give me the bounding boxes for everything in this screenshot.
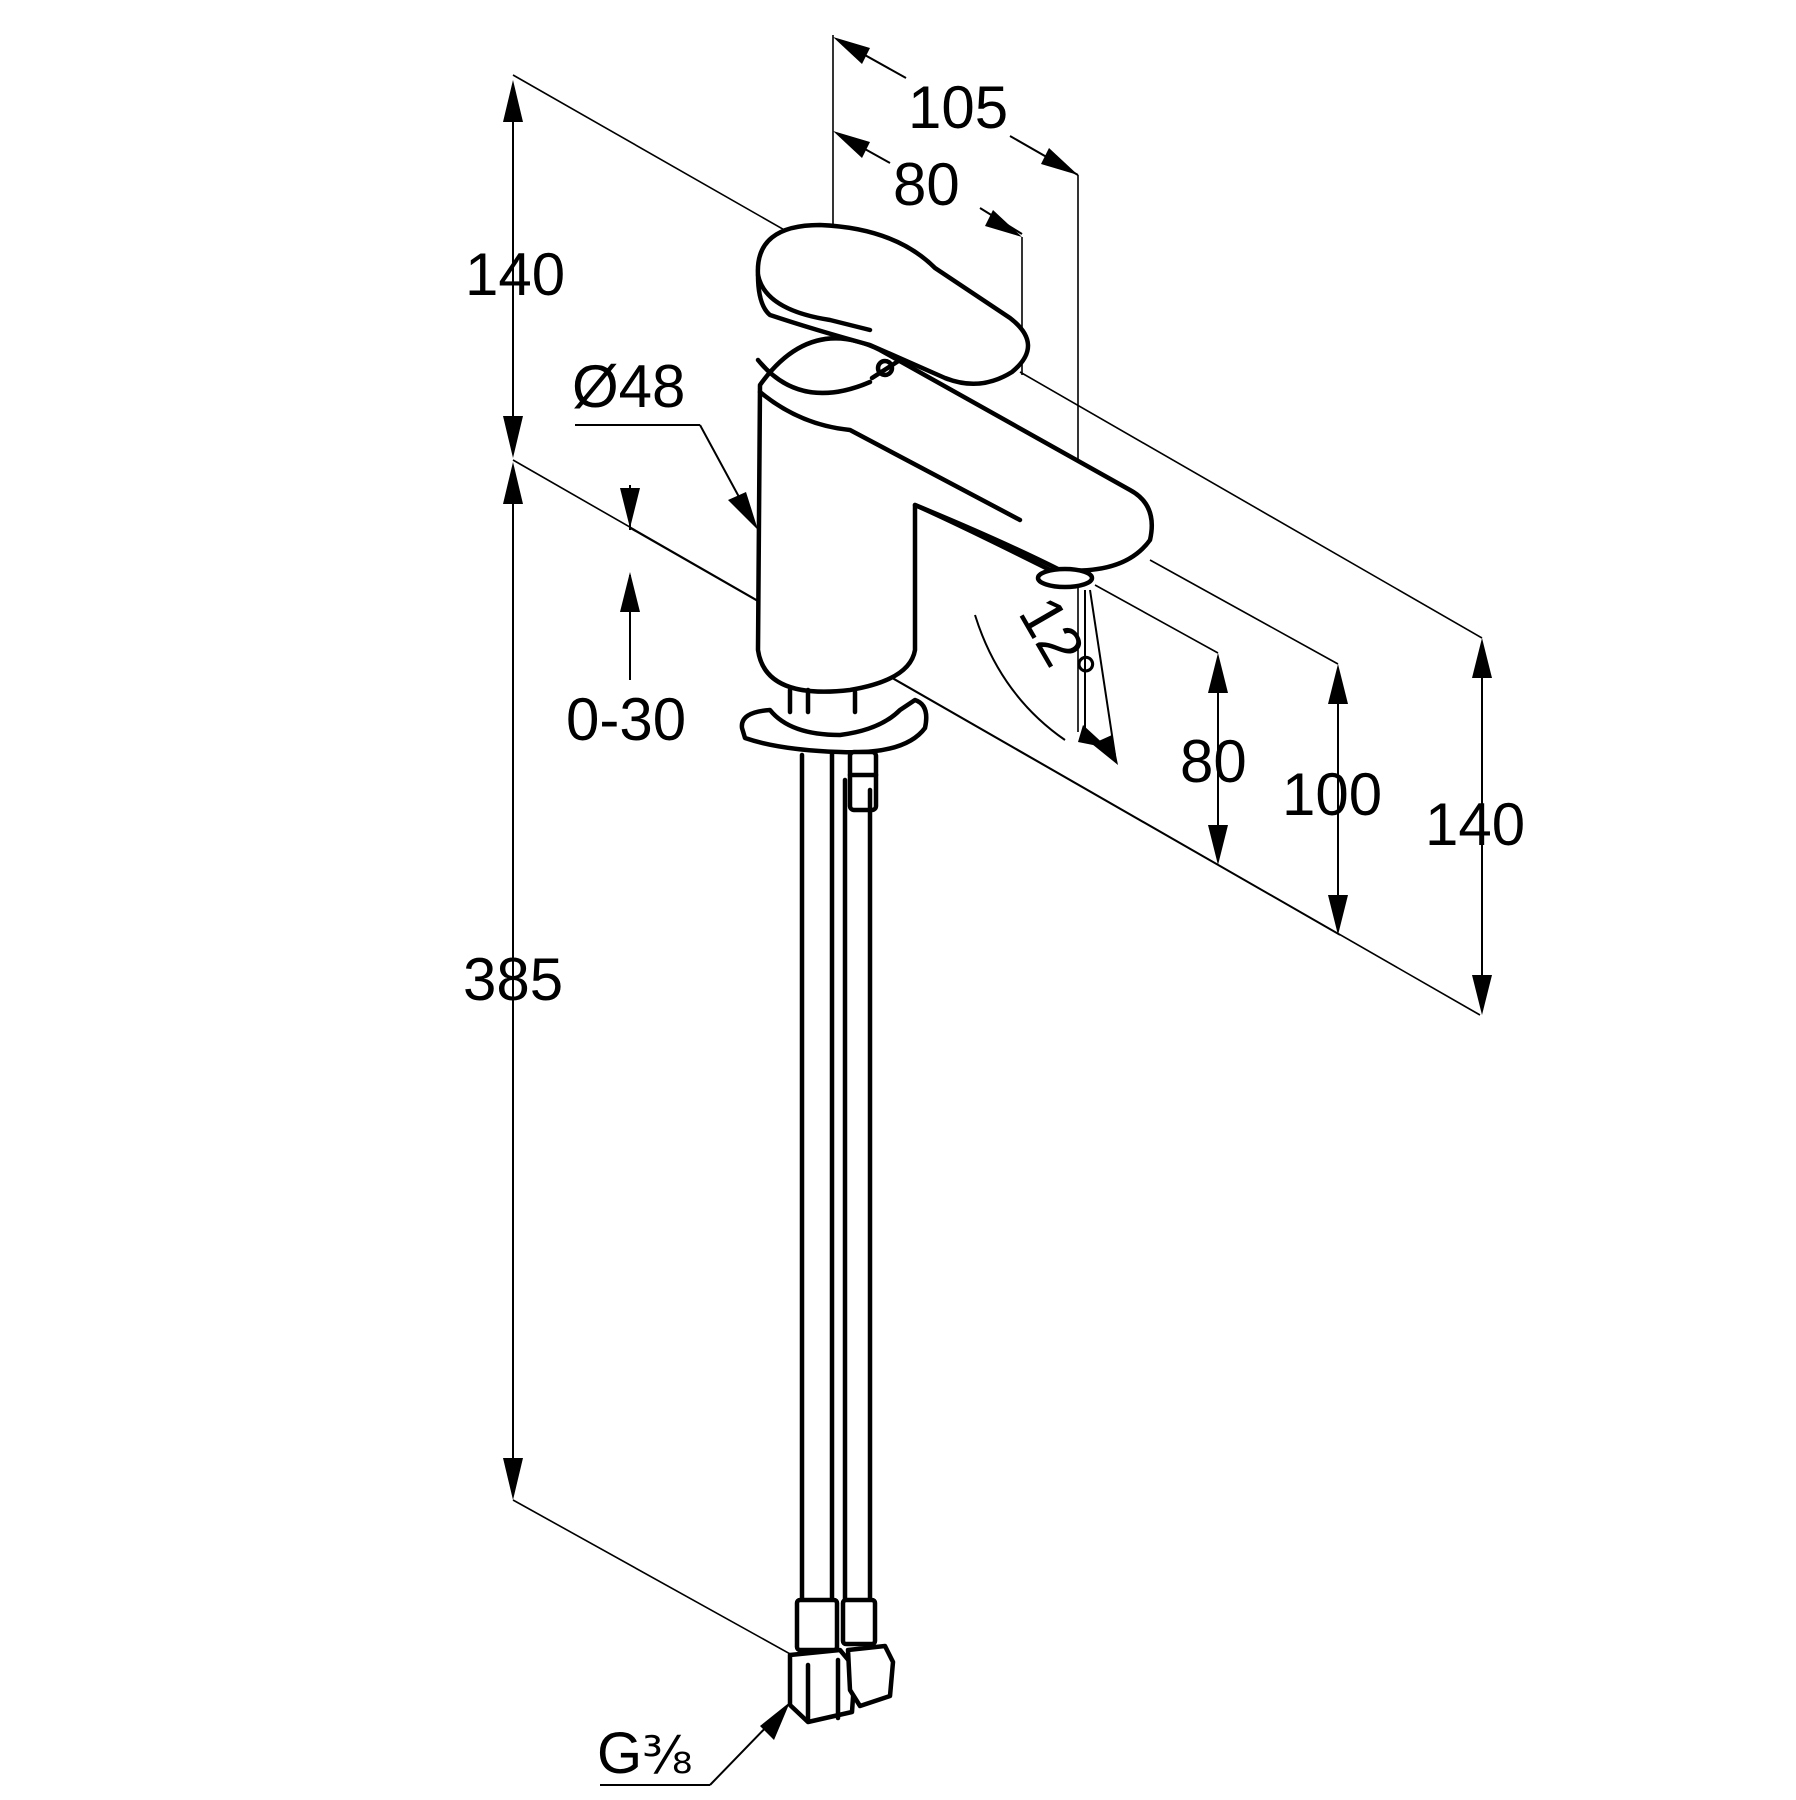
dim-line-spout-reach-105 <box>833 37 1079 176</box>
dim-line-lever-reach-80 <box>833 131 1023 237</box>
label-body-diameter: Ø48 <box>572 353 685 420</box>
label-spout-height: 100 <box>1282 761 1382 828</box>
dim-line-deck-thickness <box>620 485 640 680</box>
dim-leader-connection <box>600 1702 790 1786</box>
label-deck-thickness: 0-30 <box>566 686 686 753</box>
dim-leader-diameter <box>575 424 758 530</box>
label-outlet-height: 80 <box>1180 728 1247 795</box>
label-total-height: 140 <box>1425 791 1525 858</box>
dim-line-outlet-80 <box>1208 653 1228 865</box>
extension-lines <box>512 35 1483 1666</box>
spout-angle-indicator <box>974 589 1118 765</box>
dim-line-385 <box>503 462 523 1500</box>
supply-hoses <box>787 749 896 1725</box>
dim-line-upper-140 <box>503 80 523 458</box>
dim-line-spout-100 <box>1328 664 1348 935</box>
dim-line-total-140 <box>1472 638 1492 1015</box>
label-spout-reach: 105 <box>908 74 1008 141</box>
label-hose-length: 385 <box>463 946 563 1013</box>
label-spout-angle: 12° <box>1006 586 1109 698</box>
label-lever-reach: 80 <box>893 151 960 218</box>
label-connection: G⅜ <box>597 1721 693 1786</box>
label-upper-height: 140 <box>465 241 565 308</box>
faucet-body <box>739 222 1154 813</box>
